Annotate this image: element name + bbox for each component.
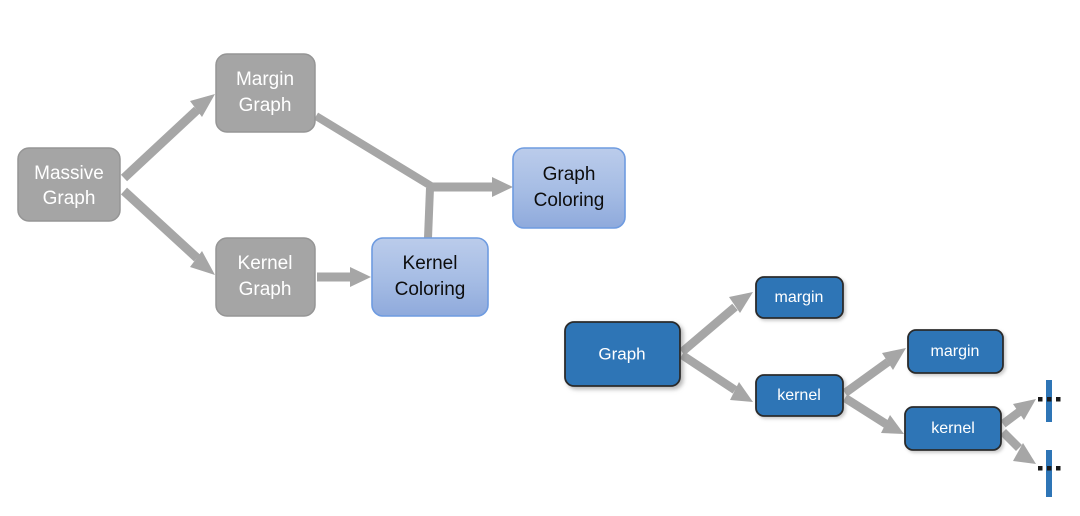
node-massive-graph-label-line2: Graph xyxy=(43,188,96,209)
node-margin-graph[interactable]: Margin Graph xyxy=(215,53,316,133)
node-kernel-coloring-label-line1: Kernel xyxy=(403,253,458,274)
edge-graph-to-margin-lvl1 xyxy=(679,292,753,356)
edge-kernel-lvl1-to-kernel-lvl2 xyxy=(842,394,904,434)
node-graph-coloring-label-line2: Coloring xyxy=(534,190,605,211)
node-massive-graph-label-line1: Massive xyxy=(34,163,104,184)
edge-kernel-lvl1-to-margin-lvl2 xyxy=(842,348,906,397)
node-margin-lvl2-box[interactable] xyxy=(907,329,1004,374)
node-massive-graph-box[interactable] xyxy=(17,147,121,222)
continuation-lower xyxy=(1038,450,1061,497)
edge-junction-to-graph-coloring xyxy=(427,177,513,197)
node-kernel-lvl2-label: kernel xyxy=(931,420,975,437)
node-kernel-lvl2-box[interactable] xyxy=(904,406,1002,451)
edge-margin-graph-to-junction xyxy=(313,112,434,190)
node-graph-root-box[interactable] xyxy=(564,321,681,387)
node-kernel-coloring[interactable]: Kernel Coloring xyxy=(371,237,489,317)
continuation-lower-bar xyxy=(1046,450,1052,497)
node-kernel-lvl1[interactable]: kernel xyxy=(755,374,844,417)
edge-graph-to-kernel-lvl1 xyxy=(679,351,753,402)
node-margin-lvl1-box[interactable] xyxy=(755,276,844,319)
node-margin-lvl2[interactable]: margin xyxy=(907,329,1004,374)
edge-kernel-lvl2-to-continuation-lower xyxy=(999,428,1036,464)
right-diagram-group: Graph margin kernel margin kernel xyxy=(564,276,1061,497)
node-kernel-coloring-box[interactable] xyxy=(371,237,489,317)
continuation-upper-ellipsis-icon xyxy=(1038,397,1061,402)
edge-massive-to-kernel-graph xyxy=(120,187,215,275)
node-kernel-lvl1-label: kernel xyxy=(777,387,821,404)
edge-kernel-coloring-to-junction xyxy=(424,187,434,239)
edge-kernel-graph-to-kernel-coloring xyxy=(317,267,371,287)
node-margin-graph-label-line1: Margin xyxy=(236,69,294,90)
left-diagram-edges xyxy=(120,94,513,287)
node-kernel-lvl2[interactable]: kernel xyxy=(904,406,1002,451)
node-graph-root[interactable]: Graph xyxy=(564,321,681,387)
continuation-upper xyxy=(1038,380,1061,422)
node-margin-graph-box[interactable] xyxy=(215,53,316,133)
node-kernel-coloring-label-line2: Coloring xyxy=(395,279,466,300)
node-kernel-graph-box[interactable] xyxy=(215,237,316,317)
node-graph-coloring[interactable]: Graph Coloring xyxy=(512,147,626,229)
left-diagram-group: Massive Graph Margin Graph Kernel Graph … xyxy=(17,53,626,317)
node-graph-coloring-box[interactable] xyxy=(512,147,626,229)
node-margin-lvl2-label: margin xyxy=(931,343,980,360)
node-kernel-graph[interactable]: Kernel Graph xyxy=(215,237,316,317)
continuation-lower-ellipsis-icon xyxy=(1038,466,1061,471)
node-kernel-graph-label-line1: Kernel xyxy=(238,253,293,274)
node-margin-lvl1[interactable]: margin xyxy=(755,276,844,319)
right-diagram-edges xyxy=(679,292,1036,464)
node-massive-graph[interactable]: Massive Graph xyxy=(17,147,121,222)
node-kernel-graph-label-line2: Graph xyxy=(239,279,292,300)
node-graph-root-label: Graph xyxy=(598,344,645,363)
node-kernel-lvl1-box[interactable] xyxy=(755,374,844,417)
node-margin-lvl1-label: margin xyxy=(775,289,824,306)
edge-massive-to-margin-graph xyxy=(120,94,215,182)
edge-kernel-lvl2-to-continuation-upper xyxy=(1000,399,1036,428)
node-margin-graph-label-line2: Graph xyxy=(239,95,292,116)
node-graph-coloring-label-line1: Graph xyxy=(543,164,596,185)
